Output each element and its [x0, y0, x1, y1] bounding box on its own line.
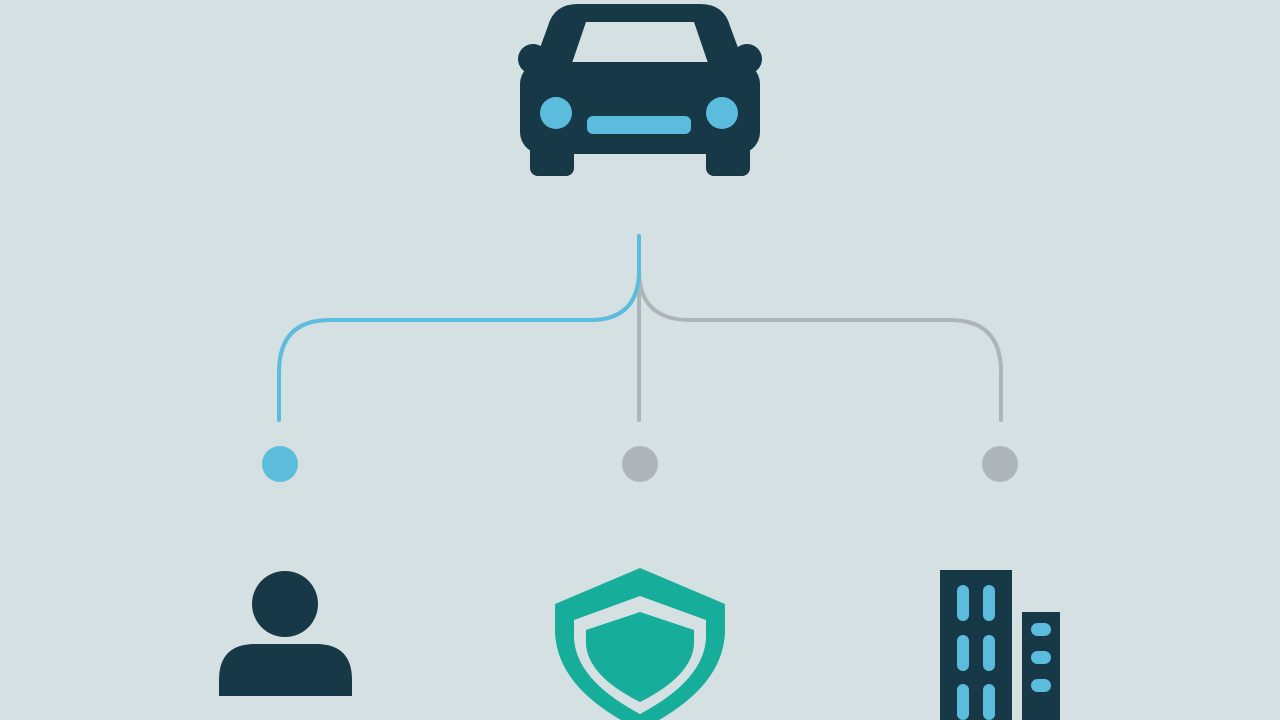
car-icon: [518, 4, 762, 176]
connector-branch-left: [277, 234, 641, 422]
branch-node-right: [982, 446, 1018, 482]
shield-icon: [555, 568, 725, 720]
branch-node-center: [622, 446, 658, 482]
connector-branch-right: [637, 270, 1003, 422]
connector-lines: [277, 234, 1003, 422]
building-icon: [940, 570, 1060, 720]
person-icon: [219, 571, 352, 696]
branch-node-left: [262, 446, 298, 482]
